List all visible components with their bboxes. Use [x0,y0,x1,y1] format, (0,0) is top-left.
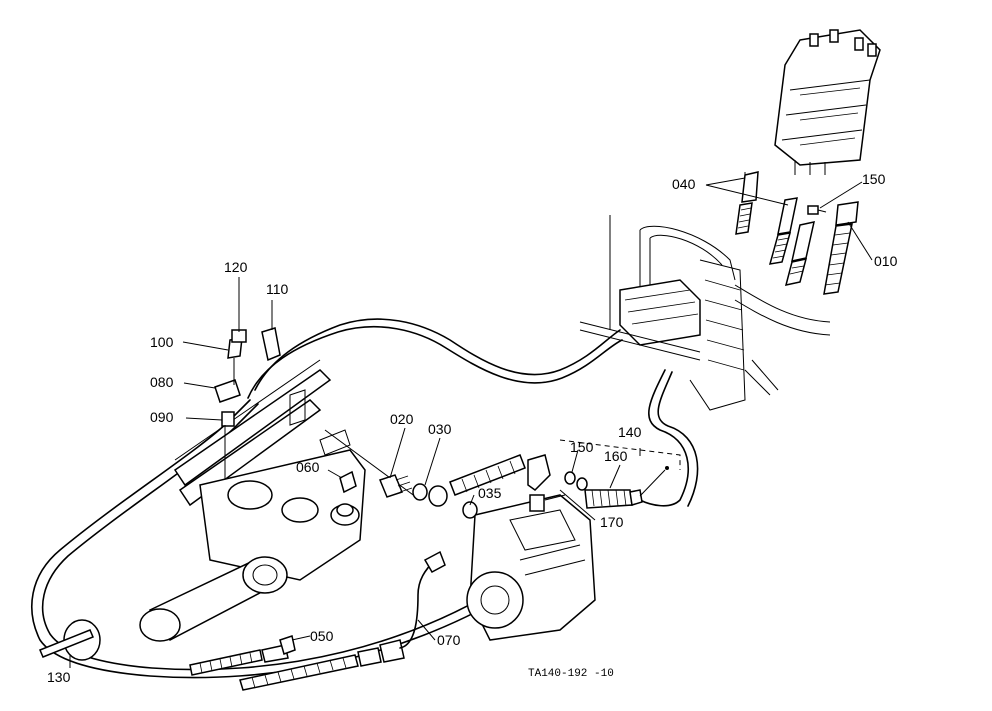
center-fittings [379,454,551,519]
hose-clamp [39,619,101,661]
bracket-assembly [173,327,332,507]
callout-090: 090 [150,409,174,425]
upper-fittings [735,171,859,295]
control-valve-block [774,29,881,175]
callout-010: 010 [874,253,898,269]
callout-labels: 120 110 100 080 090 020 030 035 060 140 … [47,171,898,685]
callout-040: 040 [672,176,696,192]
drawing-code: TA140-192 -10 [528,668,614,680]
callout-110: 110 [266,281,289,297]
callout-060: 060 [296,459,320,475]
leader-lines [69,172,873,668]
callout-140: 140 [618,424,642,440]
callout-035: 035 [478,485,502,501]
hydraulic-cylinder [139,429,421,642]
lower-hoses [189,550,446,691]
callout-030: 030 [428,421,452,437]
banjo-bolt [336,470,357,517]
callout-020: 020 [390,411,414,427]
callout-100: 100 [150,334,174,350]
callout-120: 120 [224,259,248,275]
callout-150-upper: 150 [862,171,886,187]
callout-050: 050 [310,628,334,644]
callout-160: 160 [604,448,628,464]
hydraulic-pump [466,494,596,641]
tractor-frame [579,215,831,411]
callout-130: 130 [47,669,71,685]
callout-150-lower: 150 [570,439,594,455]
callout-170: 170 [600,514,624,530]
callout-070: 070 [437,632,461,648]
callout-080: 080 [150,374,174,390]
fitting-group-140 [559,439,681,509]
